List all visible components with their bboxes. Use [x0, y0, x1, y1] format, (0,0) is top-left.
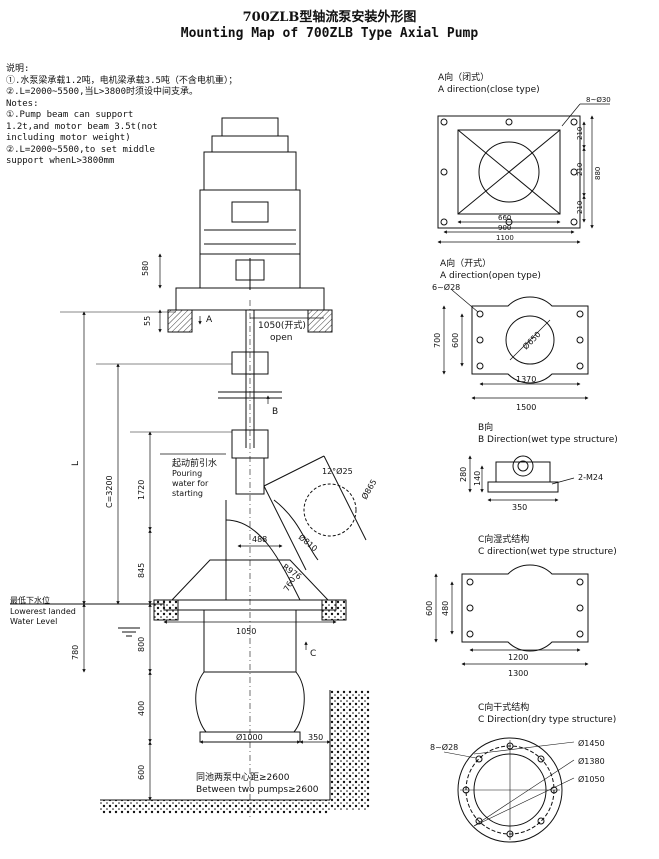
dim-488: 488 [252, 535, 267, 544]
arrow-c-label: C [310, 649, 316, 659]
elbow-outlet [225, 455, 367, 601]
view-b-title-en: B Direction(wet type structure) [478, 435, 618, 445]
view-c-dry [443, 737, 575, 843]
motor [199, 117, 301, 255]
arrow-b-label: B [272, 407, 278, 417]
water-level-cn: 最低下水位 [10, 595, 50, 605]
pump-spacing-cn: 同池两泵中心距≥2600 [196, 771, 290, 783]
dim-660: 660 [498, 214, 511, 222]
dim-810: Ø810 [297, 532, 320, 554]
flange-angle-label: 12°Ø25 [322, 466, 353, 476]
arrow-a-label: A [206, 315, 213, 325]
note-line: ①.Pump beam can support [6, 110, 134, 120]
title-chinese: 700ZLB型轴流泵安装外形图 [242, 10, 417, 25]
dim-700: 700 [433, 333, 442, 348]
holes-label: 8~Ø30 [586, 96, 611, 104]
dim-800: 800 [137, 637, 146, 652]
dim-210: 210 [576, 163, 584, 176]
dim-600: 600 [451, 333, 460, 348]
pump-body [153, 559, 347, 743]
pump-spacing-en: Between two pumps≥2600 [196, 785, 319, 795]
dim-580: 580 [141, 261, 150, 276]
note-line: 1.2t,and motor beam 3.5t(not [6, 121, 158, 132]
dim-845: 845 [137, 563, 146, 578]
title-english: Mounting Map of 700ZLB Type Axial Pump [180, 26, 479, 41]
dim-1000: Ø1000 [236, 732, 263, 742]
view-a-close-title-cn: A向（闭式） [438, 71, 489, 83]
main-dimensions [60, 253, 337, 801]
view-c-wet-title-en: C direction(wet type structure) [478, 547, 617, 557]
view-c-wet [434, 564, 589, 666]
note-line: ①.水泵梁承载1.2吨，电机梁承载3.5吨（不含电机重）； [6, 75, 238, 86]
note-line: support whenL>3800mm [6, 156, 115, 166]
dim-880: 880 [594, 167, 602, 180]
view-a-close [437, 103, 610, 244]
dim-350: 350 [512, 503, 527, 512]
view-a-close-title-en: A direction(close type) [438, 85, 540, 95]
dim-1050: Ø1050 [578, 774, 605, 784]
dim-865: Ø865 [359, 477, 378, 501]
pour-water-en: starting [172, 489, 203, 498]
open-label: open [270, 333, 292, 343]
dim-1380: Ø1380 [578, 756, 605, 766]
pump-beam [167, 287, 333, 333]
dim-780: 780 [71, 645, 80, 660]
holes-label: 8~Ø28 [430, 742, 458, 752]
view-a-open-title-en: A direction(open type) [440, 271, 541, 281]
pour-water-en: water for [172, 479, 209, 488]
dim-210: 210 [576, 201, 584, 214]
dim-480: 480 [441, 601, 450, 616]
view-c-wet-title-cn: C向湿式结构 [478, 533, 529, 545]
dim-1500: 1500 [516, 403, 536, 412]
motor-stand [199, 253, 301, 290]
view-a-open [442, 289, 589, 400]
note-line: including motor weight) [6, 133, 131, 143]
dim-140: 140 [473, 471, 482, 486]
holes-label: 6~Ø28 [432, 282, 460, 292]
note-line: 说明: [6, 64, 30, 74]
dim-c: C=3200 [105, 475, 114, 508]
note-line: Notes: [6, 98, 39, 109]
pour-water-cn: 起动前引水 [172, 457, 217, 469]
dim-900: 900 [498, 224, 511, 232]
view-b [468, 455, 575, 502]
dim-1720: 1720 [137, 480, 146, 500]
view-c-dry-title-en: C Direction(dry type structure) [478, 715, 616, 725]
view-b-title-cn: B向 [478, 421, 493, 433]
dim-600: 600 [137, 765, 146, 780]
dim-350: 350 [308, 733, 323, 742]
dim-55: 55 [143, 316, 152, 326]
dim-1050: 1050 [236, 627, 256, 636]
note-line: ②.L=2000~5500,当L>3800时须设中间支承。 [6, 87, 199, 97]
dim-1200: 1200 [508, 653, 528, 662]
bolts-label: 2-M24 [578, 473, 603, 482]
dim-400: 400 [137, 701, 146, 716]
note-line: ②.L=2000~5500,to set middle [6, 144, 155, 155]
dim-1100: 1100 [496, 234, 514, 242]
dim-1370: 1370 [516, 375, 536, 384]
water-level-en: Lowerest landed [10, 607, 76, 616]
dim-1050-open: 1050(开式) [258, 319, 306, 331]
dim-1300: 1300 [508, 669, 528, 678]
dim-210: 210 [576, 127, 584, 140]
dim-l: L [71, 461, 81, 466]
sump-floor [10, 603, 370, 814]
dim-280: 280 [459, 467, 468, 482]
notes-block: 说明: ①.水泵梁承载1.2吨，电机梁承载3.5吨（不含电机重）； ②.L=20… [6, 64, 237, 168]
pour-water-en: Pouring [172, 469, 202, 478]
dim-650: Ø650 [520, 329, 542, 351]
dim-600: 600 [425, 601, 434, 616]
view-c-dry-title-cn: C向干式结构 [478, 701, 529, 713]
water-level-en: Water Level [10, 617, 57, 626]
view-a-open-title-cn: A向（开式） [440, 257, 491, 269]
dim-1450: Ø1450 [578, 738, 605, 748]
